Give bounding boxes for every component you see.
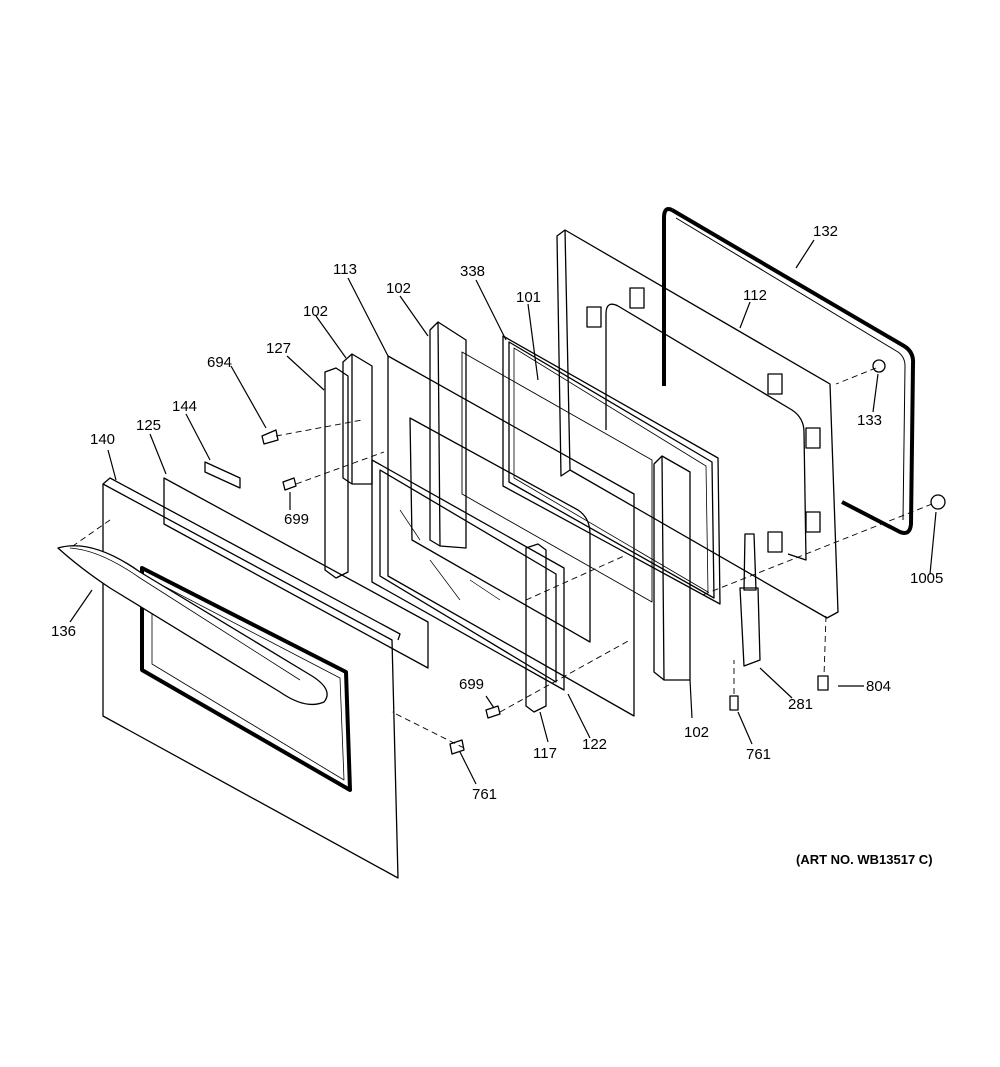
inner-door-panel-112 [556,229,886,619]
outer-door-140 [102,477,401,879]
plate-125 [163,477,429,669]
callout-122: 122 [582,736,608,753]
door-gasket-132 [662,207,916,535]
assembly-lines [69,367,933,749]
callout-101: 101 [516,289,542,306]
callout-112: 112 [743,287,767,304]
callout-338: 338 [460,263,486,280]
spacer-102-middle [429,321,467,549]
callout-140: 140 [90,431,116,448]
screw-699-upper [282,477,297,491]
callout-132: 132 [813,223,839,240]
bracket-144 [204,461,241,489]
vent-bracket-127 [324,367,349,579]
callout-127: 127 [266,340,292,357]
screw-1005 [930,494,946,510]
screw-699-lower [485,705,501,719]
callout-281: 281 [788,696,814,713]
callout-113: 113 [333,261,357,278]
door-panel-113 [387,351,653,717]
callout-117: 117 [533,745,557,762]
callout-102-middle: 102 [386,280,412,297]
callout-699-lower: 699 [459,676,485,693]
screw-761-hinge [729,695,739,711]
screw-804 [817,675,829,691]
screw-761-door [449,739,465,755]
callout-761-hinge: 761 [746,746,772,763]
hinge-281 [739,533,761,667]
callout-699-upper: 699 [284,511,310,528]
bracket-117 [525,543,547,713]
callout-694: 694 [207,354,233,371]
callout-102-right: 102 [684,724,710,741]
callout-125: 125 [136,417,162,434]
window-frame-122 [371,459,565,691]
callout-133: 133 [857,412,883,429]
callout-1005: 1005 [910,570,944,587]
spacer-102-right [653,455,691,681]
callout-102-left: 102 [303,303,329,320]
callout-761-door: 761 [472,786,498,803]
callout-804: 804 [866,678,892,695]
art-number: (ART NO. WB13517 C) [796,852,933,867]
glass-assembly-338 [502,335,721,605]
callout-144: 144 [172,398,198,415]
leader-lines [69,239,937,785]
callout-136: 136 [51,623,77,640]
screw-694 [261,429,279,445]
door-handle-136 [57,545,328,706]
